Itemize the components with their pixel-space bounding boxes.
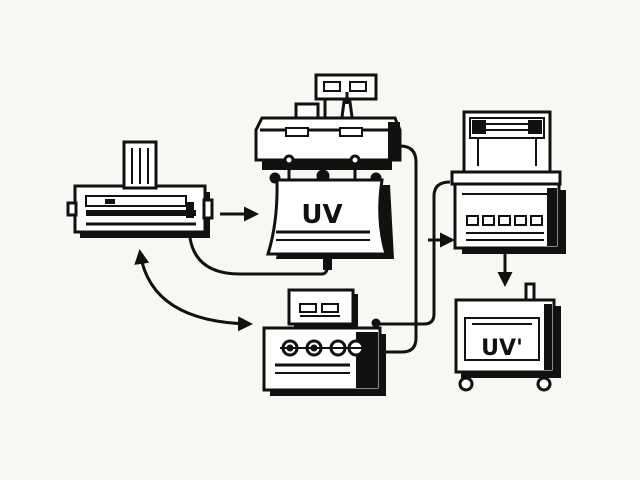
connectors <box>134 144 513 354</box>
connector-line <box>382 144 418 354</box>
uv-cabinet-label: UV' <box>481 336 523 361</box>
uv-cabinet-icon <box>454 282 561 392</box>
connector-line <box>378 180 451 326</box>
arrow-icon <box>134 249 253 332</box>
control-console-icon <box>450 110 566 254</box>
uv-press-icon <box>254 73 402 259</box>
printer-machine-icon <box>66 140 214 238</box>
uv-press-label: UV <box>301 200 342 230</box>
roller-unit-icon <box>262 288 386 396</box>
